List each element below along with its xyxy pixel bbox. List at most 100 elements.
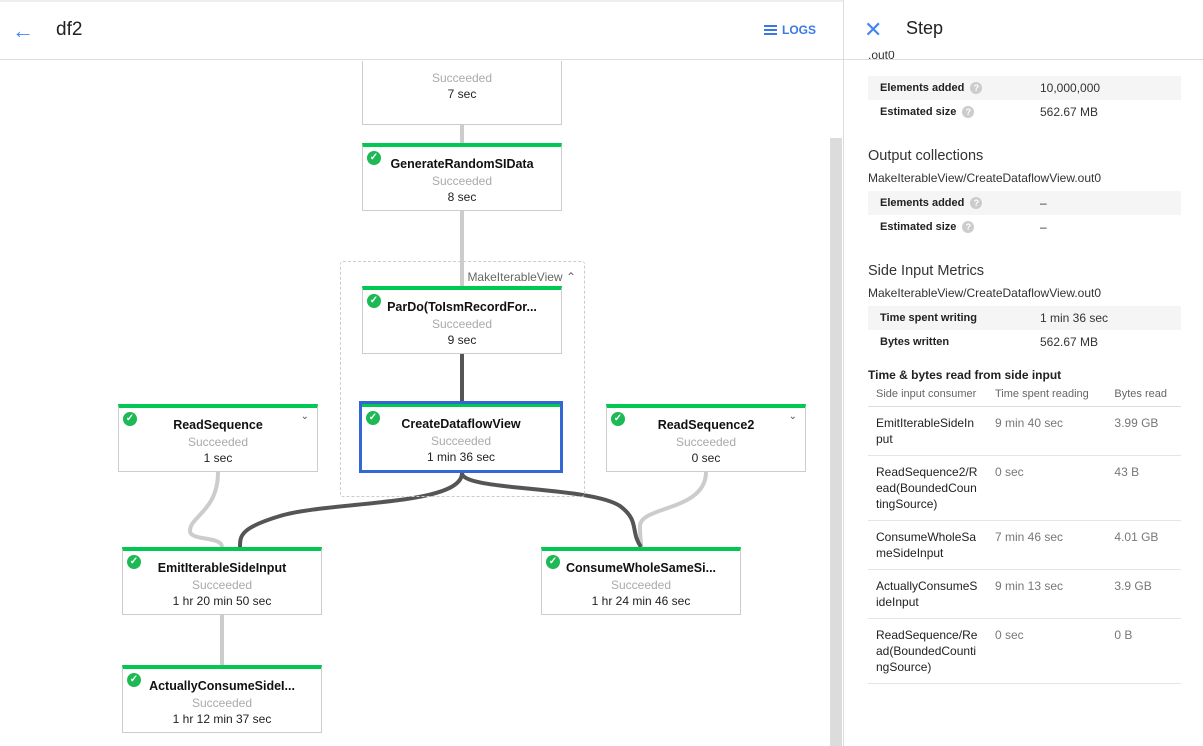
node-name: ReadSequence2 bbox=[657, 418, 755, 432]
group-make-iterable-view: MakeIterableView ⌃ bbox=[340, 261, 585, 497]
panel-title: Step bbox=[906, 18, 944, 38]
column-header: Time spent reading bbox=[987, 386, 1107, 407]
job-title: df2 bbox=[56, 19, 83, 40]
check-circle-icon: ✓ bbox=[123, 412, 137, 426]
node-name: ParDo(ToIsmRecordFor... bbox=[387, 300, 537, 314]
table-cell: 4.01 GB bbox=[1106, 520, 1181, 570]
node-name: ConsumeWholeSameSi... bbox=[565, 561, 717, 575]
group-label[interactable]: MakeIterableView ⌃ bbox=[467, 270, 576, 284]
side-name: MakeIterableView/CreateDataflowView.out0 bbox=[868, 286, 1102, 300]
read-heading: Time & bytes read from side input bbox=[868, 368, 1062, 382]
check-circle-icon: ✓ bbox=[127, 555, 141, 569]
logs-label: LOGS bbox=[782, 23, 817, 37]
column-header: Bytes read bbox=[1106, 386, 1181, 407]
check-circle-icon: ✓ bbox=[611, 412, 625, 426]
help-icon[interactable]: ? bbox=[962, 106, 975, 118]
table-cell: 3.9 GB bbox=[1106, 569, 1181, 619]
metric-row: Elements added?10,000,000 bbox=[868, 76, 1181, 100]
metric-row: Time spent writing 1 min 36 sec bbox=[868, 306, 1181, 330]
metric-label: Elements added? bbox=[868, 197, 1040, 209]
metric-label: Time spent writing bbox=[880, 312, 977, 324]
node-status: Succeeded bbox=[191, 578, 253, 592]
table-cell: 0 sec bbox=[987, 455, 1107, 521]
node-time: 8 sec bbox=[447, 190, 477, 204]
table-cell: ActuallyConsumeSideInput bbox=[868, 569, 987, 619]
table-cell: 9 min 40 sec bbox=[987, 406, 1107, 456]
node-time: 7 sec bbox=[447, 87, 477, 101]
metric-label: Elements added? bbox=[868, 82, 1040, 94]
close-icon[interactable]: ✕ bbox=[864, 17, 883, 42]
table-cell: 9 min 13 sec bbox=[987, 569, 1107, 619]
logs-button[interactable]: LOGS bbox=[764, 23, 816, 37]
graph-canvas[interactable]: MakeIterableView ⌃ Succeeded 7 sec ✓ Genera… bbox=[0, 61, 830, 746]
table-cell: ReadSequence/Read(BoundedCountingSource) bbox=[868, 618, 987, 684]
back-arrow-icon[interactable]: ← bbox=[12, 18, 34, 43]
chevron-down-icon[interactable]: ⌄ bbox=[788, 411, 797, 422]
chevron-down-icon[interactable]: ⌄ bbox=[300, 411, 309, 422]
node-status: Succeeded bbox=[430, 434, 492, 448]
metric-value: – bbox=[1040, 196, 1047, 210]
help-icon[interactable]: ? bbox=[970, 82, 983, 94]
column-header: Side input consumer bbox=[868, 386, 987, 407]
node-name: GenerateRandomSIData bbox=[390, 157, 534, 171]
node-status: Succeeded bbox=[187, 435, 249, 449]
node-status: Succeeded bbox=[191, 696, 253, 710]
metric-value: – bbox=[1040, 220, 1047, 234]
node-status: Succeeded bbox=[610, 578, 672, 592]
list-icon bbox=[764, 25, 777, 35]
output-heading: Output collections bbox=[868, 148, 984, 164]
help-icon[interactable]: ? bbox=[962, 221, 975, 233]
table-cell: 3.99 GB bbox=[1106, 406, 1181, 456]
node-time: 0 sec bbox=[691, 451, 721, 465]
help-icon[interactable]: ? bbox=[970, 197, 983, 209]
metric-row: Elements added?– bbox=[868, 191, 1181, 215]
table-row: ReadSequence2/Read(BoundedCountingSource… bbox=[868, 455, 1181, 521]
table-cell: 0 B bbox=[1106, 618, 1181, 684]
check-circle-icon: ✓ bbox=[127, 673, 141, 687]
node-time: 1 hr 20 min 50 sec bbox=[172, 594, 272, 608]
node-status: Succeeded bbox=[431, 71, 493, 85]
top-bar: ← df2 LOGS bbox=[0, 0, 843, 60]
graph-edges bbox=[187, 93, 708, 665]
node-time: 9 sec bbox=[447, 333, 477, 347]
table-cell: ReadSequence2/Read(BoundedCountingSource… bbox=[868, 455, 987, 521]
step-node[interactable]: ✓ ConsumeWholeSameSi... Succeeded 1 hr 24 m… bbox=[541, 547, 741, 615]
step-node[interactable]: Succeeded 7 sec bbox=[362, 61, 562, 125]
edge bbox=[637, 471, 708, 548]
node-status: Succeeded bbox=[675, 435, 737, 449]
metric-row: Estimated size?– bbox=[868, 215, 1181, 239]
metric-value: 1 min 36 sec bbox=[1040, 311, 1109, 325]
node-status: Succeeded bbox=[431, 174, 493, 188]
edge bbox=[238, 472, 464, 548]
side-heading: Side Input Metrics bbox=[868, 263, 985, 279]
check-circle-icon: ✓ bbox=[367, 294, 381, 308]
table-cell: 0 sec bbox=[987, 618, 1107, 684]
node-time: 1 hr 12 min 37 sec bbox=[172, 712, 272, 726]
output-name: MakeIterableView/CreateDataflowView.out0 bbox=[868, 171, 1102, 185]
node-time: 1 hr 24 min 46 sec bbox=[591, 594, 691, 608]
check-circle-icon: ✓ bbox=[366, 411, 380, 425]
metric-label: Bytes written bbox=[880, 336, 950, 348]
table-cell: 7 min 46 sec bbox=[987, 520, 1107, 570]
cut-text: .out0 bbox=[868, 51, 895, 62]
check-circle-icon: ✓ bbox=[546, 555, 560, 569]
table-cell: ConsumeWholeSameSideInput bbox=[868, 520, 987, 570]
metric-row: Estimated size?562.67 MB bbox=[868, 100, 1181, 124]
table-cell: 43 B bbox=[1106, 455, 1181, 521]
scrollbar[interactable] bbox=[830, 138, 842, 746]
metric-label: Estimated size? bbox=[868, 106, 1040, 118]
node-name: CreateDataflowView bbox=[401, 417, 521, 431]
node-name: EmitIterableSideInput bbox=[157, 561, 287, 575]
